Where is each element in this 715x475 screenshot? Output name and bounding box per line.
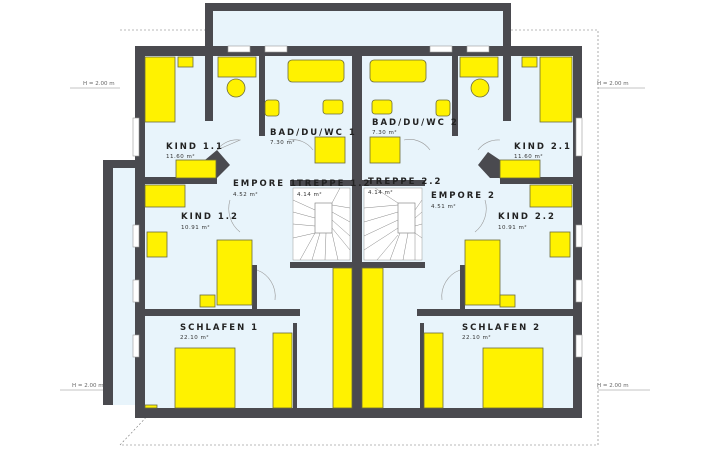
room-name-kind-2-2: KIND 2.2 <box>498 212 556 222</box>
room-name-bad-2: BAD/DU/WC 2 <box>372 118 459 128</box>
room-name-empore-2: EMPORE 2 <box>431 191 496 201</box>
room-area: 4.51 m² <box>431 203 456 210</box>
height-label: H = 2.00 m <box>597 383 629 389</box>
room-area: 10.91 m² <box>181 224 210 231</box>
height-label: H = 2.00 m <box>597 81 629 87</box>
room-area: 11.60 m² <box>514 153 543 160</box>
room-name-treppe-1-2: TREPPE 1.2 <box>297 179 371 189</box>
height-label: H = 2.00 m <box>72 383 104 389</box>
room-area: 4.52 m² <box>233 191 258 198</box>
room-area: 7.30 m² <box>270 139 295 146</box>
room-name-kind-1-2: KIND 1.2 <box>181 212 239 222</box>
room-name-treppe-2-2: TREPPE 2.2 <box>368 177 442 187</box>
height-marks: H = 2.00 m H = 2.00 m H = 2.00 m H = 2.0… <box>60 81 650 391</box>
height-label: H = 2.00 m <box>83 81 115 87</box>
room-name-empore-1: EMPORE 1 <box>233 179 298 189</box>
doors <box>216 139 501 301</box>
room-area: 7.30 m² <box>372 129 397 136</box>
room-labels: KIND 1.1 11.60 m² BAD/DU/WC 1 7.30 m² EM… <box>166 118 572 341</box>
room-area: 22.10 m² <box>462 334 491 341</box>
room-name-bad-1: BAD/DU/WC 1 <box>270 128 357 138</box>
furniture <box>144 56 573 409</box>
room-name-schlafen-2: SCHLAFEN 2 <box>462 323 541 333</box>
room-name-kind-2-1: KIND 2.1 <box>514 142 572 152</box>
room-area: 10.91 m² <box>498 224 527 231</box>
room-name-kind-1-1: KIND 1.1 <box>166 142 224 152</box>
windows <box>132 45 583 358</box>
room-name-schlafen-1: SCHLAFEN 1 <box>180 323 259 333</box>
stairs <box>292 187 423 261</box>
room-area: 22.10 m² <box>180 334 209 341</box>
room-area: 4.14 m² <box>297 191 322 198</box>
room-area: 11.60 m² <box>166 153 195 160</box>
roof-outline <box>119 29 599 446</box>
room-area: 4.14 m² <box>368 189 393 196</box>
